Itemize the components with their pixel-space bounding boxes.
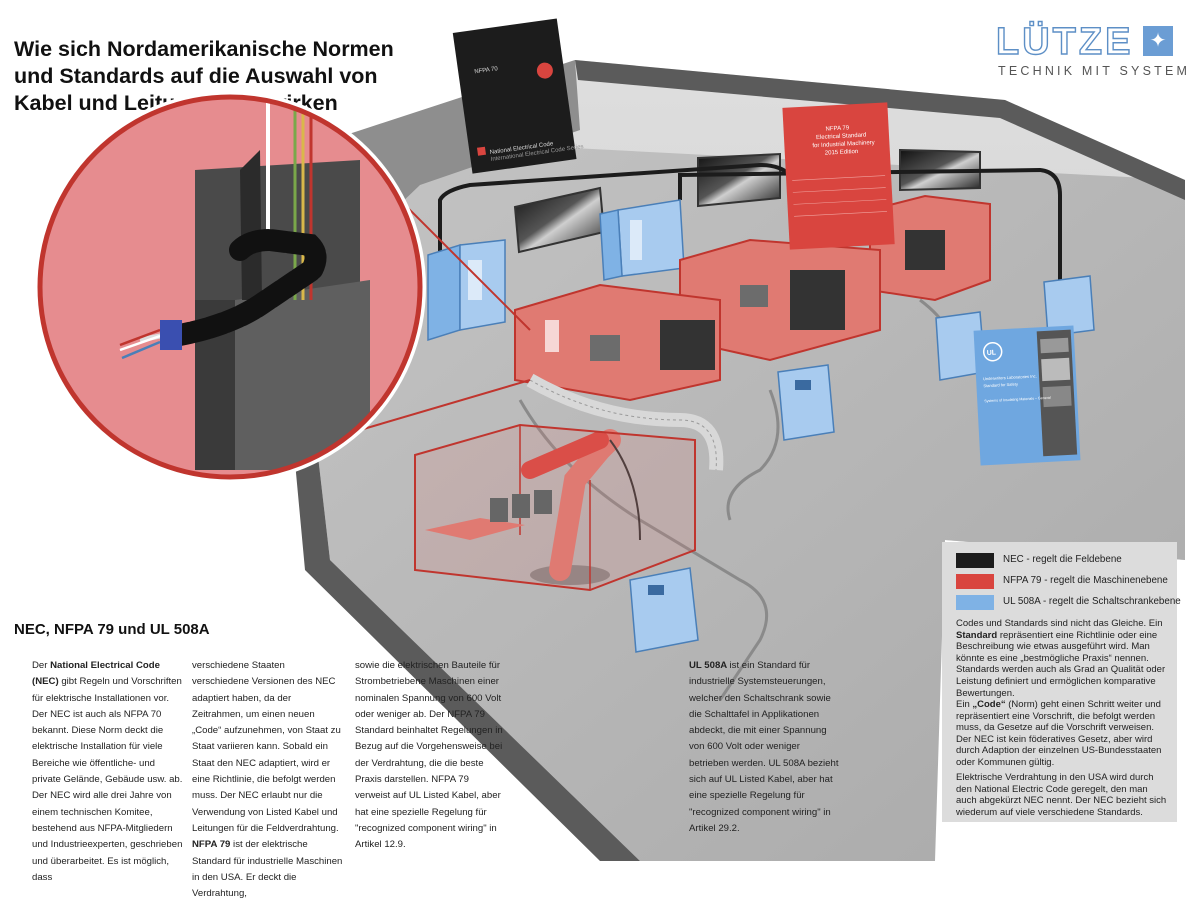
col2-paragraph-1: verschiedene Staaten verschiedene Versio… [192, 660, 341, 834]
legend-swatch-red [956, 574, 994, 589]
logo-wordmark: LÜTZE [995, 21, 1134, 63]
floor-cable-tray-2 [726, 389, 780, 521]
body-column-1: Der National Electrical Code (NEC) gibt … [32, 658, 184, 886]
cable-detail-zoom [34, 91, 426, 483]
logo-tagline: TECHNIK MIT SYSTEM [998, 64, 1191, 78]
nfpa79-book-line3: for Industrial Machinery [812, 140, 875, 149]
title-line-1: Wie sich Nordamerikanische Normen [14, 37, 394, 61]
legend-swatch-blue [956, 595, 994, 610]
star-arrow-icon: ✦ [1143, 26, 1173, 56]
body-column-3: sowie die elektrischen Bauteile für Stro… [355, 658, 505, 854]
room-edge-top [575, 60, 1185, 200]
machine-back [869, 194, 991, 302]
nfpa79-book-title: NFPA 79 [825, 125, 850, 132]
factory-illustration: NFPA 70 National Electrical Code Interna… [34, 18, 1185, 861]
section-heading: NEC, NFPA 79 und UL 508A [14, 621, 210, 638]
ul508a-book-line3: Systems of Insulating Materials – Genera… [984, 396, 1051, 403]
nec-field-cable-2 [678, 167, 1062, 280]
control-panel-front [629, 567, 699, 653]
nec-book-cover: NFPA 70 National Electrical Code Interna… [452, 18, 584, 174]
ul508a-book-cover: UL Underwriters Laboratories Inc. Standa… [973, 325, 1081, 466]
legend-paragraph-3: Elektrische Verdrahtung in den USA wird … [956, 772, 1167, 818]
nec-field-cable [438, 162, 792, 260]
col1-paragraph-1: Der National Electrical Code (NEC) gibt … [32, 660, 183, 786]
legend-paragraph-1: Codes und Standards sind nicht das Gleic… [956, 618, 1166, 699]
col4-paragraph-1: UL 508A ist ein Standard für industriell… [689, 660, 839, 834]
legend-paragraph-2: Ein „Code“ (Norm) geht einen Schritt wei… [956, 699, 1162, 768]
robot-cell-enclosure [414, 423, 696, 592]
body-column-4: UL 508A ist ein Standard für industriell… [689, 658, 839, 837]
col2-paragraph-2: NFPA 79 ist der elektrische Standard für… [192, 839, 343, 900]
room-edge-left [280, 150, 640, 861]
col1-paragraph-2: Der NEC wird alle drei Jahre von einem t… [32, 790, 183, 883]
floor-cable-tray [518, 399, 769, 701]
nec-book-spine: NFPA 70 [474, 66, 499, 75]
control-panel-mid [777, 364, 835, 441]
conveyor-belt [526, 373, 724, 471]
luetze-logo: LÜTZE ✦ TECHNIK MIT SYSTEM [995, 21, 1187, 82]
zoom-leader-bottom [359, 379, 531, 431]
nfpa79-book-cover: NFPA 79 Electrical Standard for Industri… [782, 102, 895, 250]
control-panel-far-right [1043, 275, 1095, 337]
control-cabinet-back [599, 199, 685, 281]
body-column-2: verschiedene Staaten verschiedene Versio… [192, 658, 344, 902]
ul508a-book-line2: Standard for Safety [983, 381, 1018, 388]
nfpa79-book-line2: Electrical Standard [816, 132, 867, 141]
infographic-page: Wie sich Nordamerikanische Normen und St… [14, 18, 1187, 899]
col3-paragraph-1: sowie die elektrischen Bauteile für Stro… [355, 660, 503, 851]
legend-swatch-black [956, 553, 994, 568]
control-cabinet-left [427, 239, 506, 342]
ul508a-book-line1: Underwriters Laboratories Inc. [983, 373, 1037, 381]
legend-box: NEC - regelt die Feldebene NFPA 79 - reg… [942, 542, 1181, 822]
ceiling-window-2 [697, 152, 781, 208]
machine-front [514, 283, 721, 402]
title-line-2: und Standards auf die Auswahl von [14, 64, 378, 88]
ul-logo-text: UL [987, 350, 997, 358]
nfpa79-book-line4: 2015 Edition [825, 149, 859, 157]
robot-arm [521, 429, 641, 585]
